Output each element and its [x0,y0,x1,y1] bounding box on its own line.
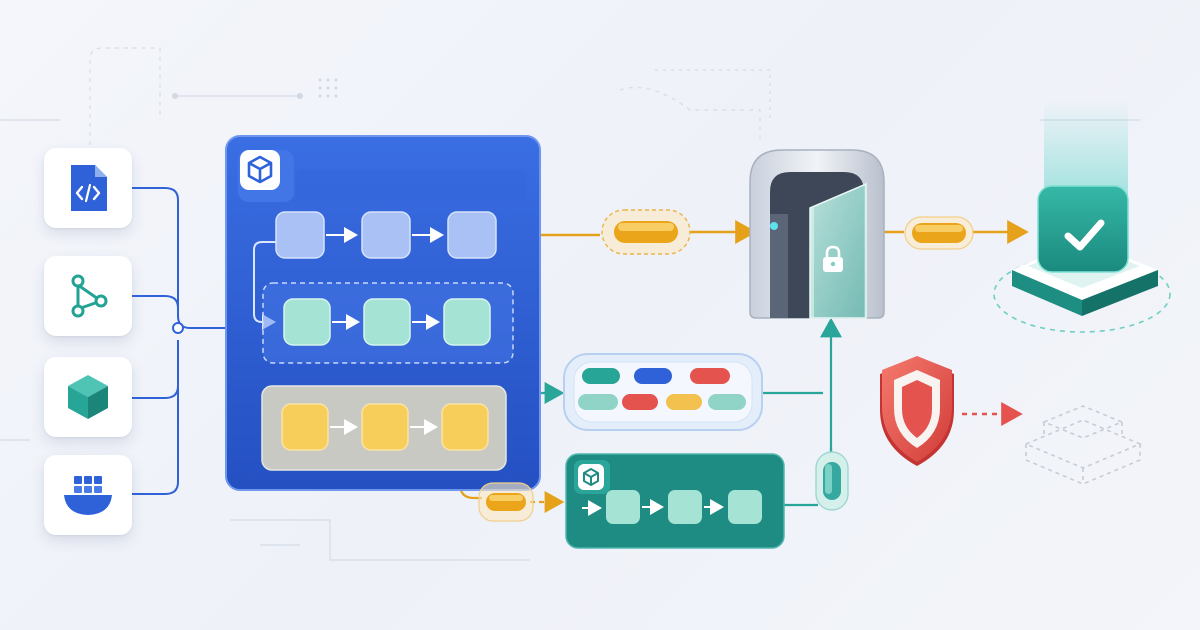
security-gate [749,149,885,319]
empty-stack-icon [1023,405,1143,485]
stage-row-build [275,211,497,259]
artifact-capsule-right [904,216,974,250]
container-icon [64,476,112,515]
source-card-package[interactable] [44,357,132,437]
cube-icon [240,150,280,190]
code-file-icon [71,165,107,211]
artifact-cache [563,353,763,431]
branch-graph-icon [71,274,108,318]
artifact-capsule-bottom [478,482,534,522]
deploy-pipeline-panel[interactable] [564,452,786,552]
check-icon [1064,219,1105,251]
stage-row-package [261,385,507,471]
lock-icon [823,245,843,272]
source-card-code[interactable] [44,148,132,228]
source-card-branch[interactable] [44,256,132,336]
artifact-capsule-top [601,209,691,255]
shield-icon [880,356,954,466]
deploy-success-platform [993,100,1171,333]
cube-icon [578,464,604,490]
source-card-container[interactable] [44,455,132,535]
stage-row-test [262,282,514,364]
package-cube-icon [68,375,108,419]
teal-capsule [815,451,849,511]
